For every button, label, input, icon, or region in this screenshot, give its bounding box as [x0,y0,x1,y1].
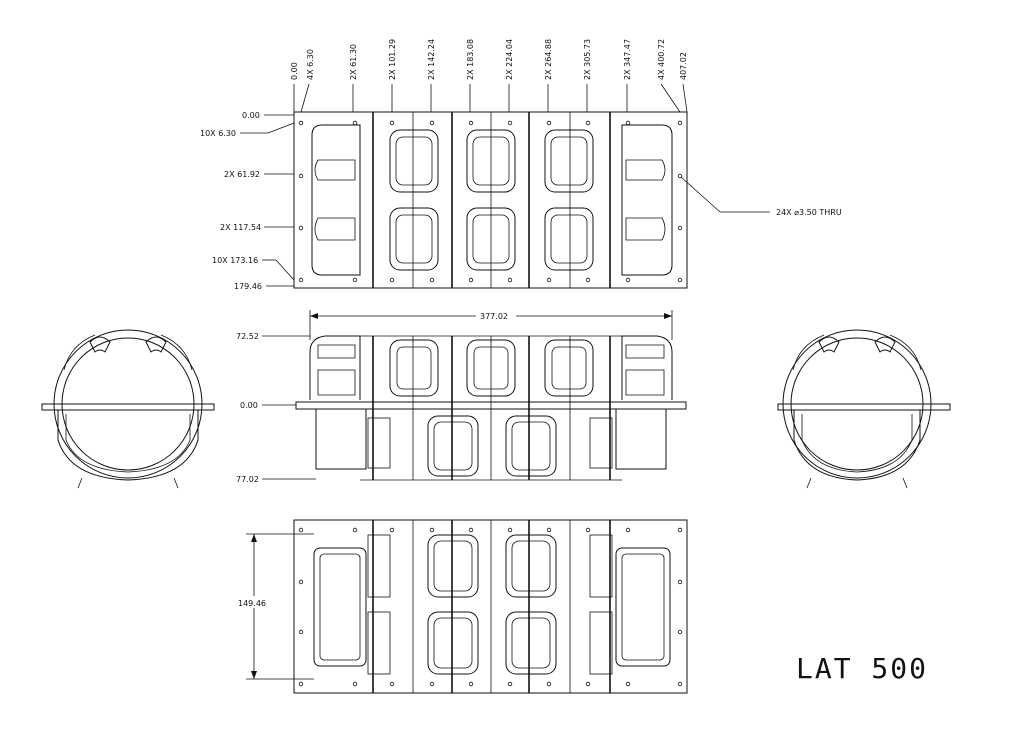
top-dim-0: 0.00 [290,62,299,80]
front-flange [295,401,687,410]
bottom-view-outline [293,519,688,694]
front-view-left-dims: 72.52 0.00 77.02 [236,332,316,484]
left-side-view [41,329,215,489]
front-left-block [315,408,367,470]
left-dim-1: 10X 6.30 [200,129,236,138]
top-dim-5: 2X 183.08 [466,39,475,80]
top-view-left-dims: 0.00 10X 6.30 2X 61.92 2X 117.54 10X 173… [200,111,295,291]
left-dim-5: 179.46 [234,282,262,291]
right-side-view [777,329,951,489]
top-dim-6: 2X 224.04 [505,39,514,80]
bottom-left-block [313,547,367,667]
hole-callout: 24X ⌀3.50 THRU [776,208,842,217]
bottom-view-holes [298,527,683,687]
front-view: 377.02 [295,309,687,481]
bottom-view: 149.46 [236,519,688,694]
height-dim: 149.46 [238,599,266,608]
front-right-cap [621,335,673,400]
left-dim-2: 2X 61.92 [224,170,260,179]
top-dim-10: 4X 400.72 [657,39,666,80]
width-dim: 377.02 [480,312,508,321]
top-dim-9: 2X 347.47 [623,39,632,80]
front-dim-mid: 0.00 [240,401,258,410]
top-dim-8: 2X 305.73 [583,39,592,80]
front-right-block [615,408,667,470]
top-dim-4: 2X 142.24 [427,39,436,80]
left-dim-3: 2X 117.54 [220,223,261,232]
left-end-cap [311,124,361,276]
top-view-pockets [389,129,594,271]
top-dim-11: 407.02 [679,52,688,80]
top-view-outline [293,111,688,289]
left-dim-0: 0.00 [242,111,260,120]
top-view: 24X ⌀3.50 THRU [293,111,842,289]
drawing-title: LAT 500 [796,652,928,685]
top-dim-7: 2X 264.88 [544,39,553,80]
top-dimensions: 0.00 4X 6.30 2X 61.30 2X 101.29 2X 142.2… [290,39,688,113]
front-dim-top: 72.52 [236,332,259,341]
bottom-right-block [615,547,671,667]
top-dim-2: 2X 61.30 [349,44,358,80]
top-dim-1: 4X 6.30 [306,49,315,80]
front-left-cap [309,335,361,400]
top-view-dividers [372,112,611,288]
right-end-cap [621,124,673,276]
front-dim-bottom: 77.02 [236,475,259,484]
top-dim-3: 2X 101.29 [388,39,397,80]
left-dim-4: 10X 173.16 [212,256,258,265]
hole-callout-leader [680,176,721,213]
top-view-holes [298,120,683,283]
